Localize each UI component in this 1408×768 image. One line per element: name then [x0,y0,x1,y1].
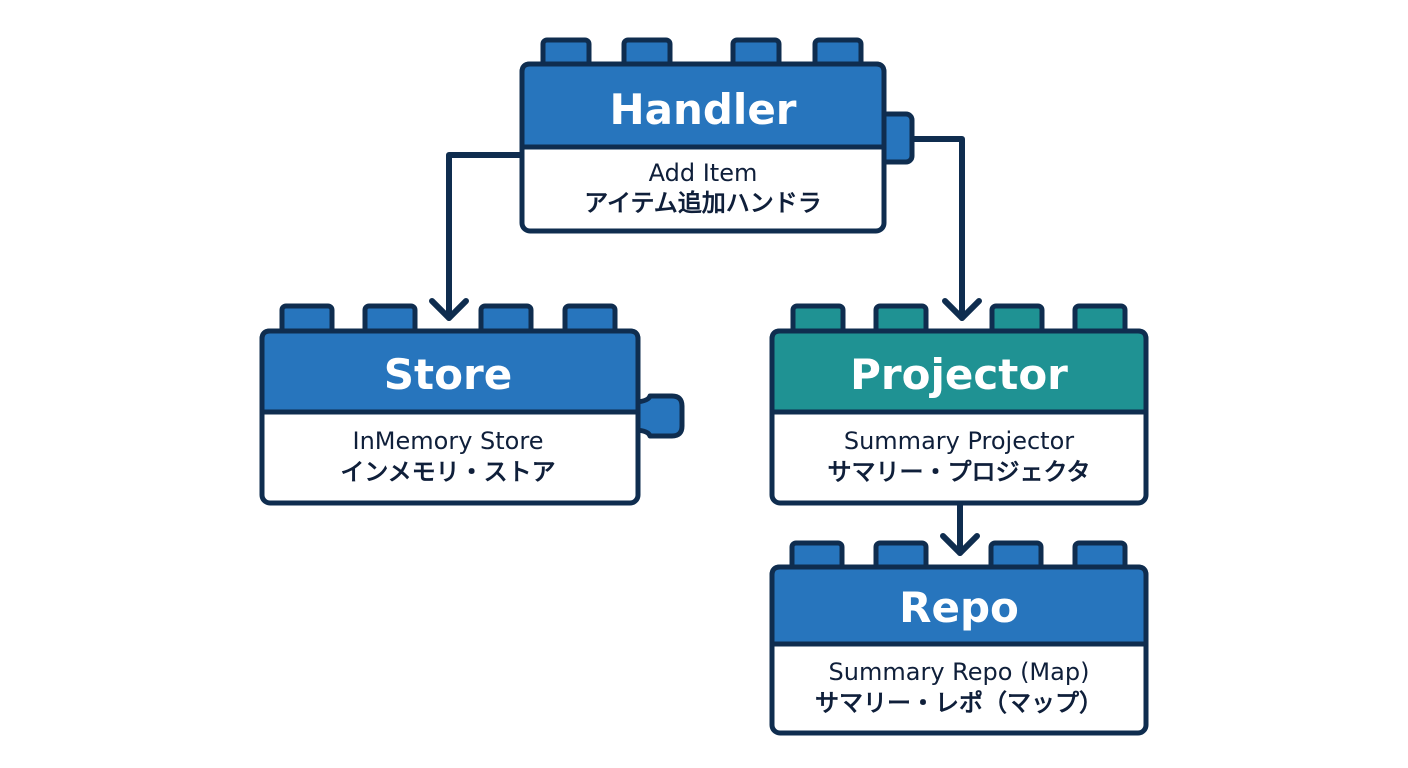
brick-subtitle-ja: アイテム追加ハンドラ [584,189,822,217]
brick-subtitle-ja: サマリー・プロジェクタ [827,458,1090,486]
brick-title: Store [384,350,512,399]
brick-header [769,564,1149,647]
handler-brick: Handler Add Item アイテム追加ハンドラ [519,37,915,234]
edge-projector-to-repo [940,502,980,556]
projector-brick: Projector Summary Projector サマリー・プロジェクタ [769,303,1149,506]
brick-side-connector [629,393,685,439]
brick-subtitle-en: Add Item [649,159,758,187]
brick-title: Repo [899,583,1019,632]
edge-handler-to-store [429,152,525,321]
brick-title: Handler [609,85,796,134]
brick-subtitle-en: InMemory Store [353,427,544,455]
brick-header [519,61,887,150]
brick-subtitle-ja: サマリー・レポ（マップ） [815,689,1103,717]
brick-title: Projector [850,350,1068,399]
edge-handler-to-projector [911,136,982,321]
brick-subtitle-en: Summary Projector [844,427,1074,455]
brick-header [769,328,1149,415]
brick-subtitle-ja: インメモリ・ストア [340,458,555,486]
brick-header [259,328,641,415]
brick-subtitle-en: Summary Repo (Map) [829,658,1090,686]
store-brick: Store InMemory Store インメモリ・ストア [259,303,685,506]
repo-brick: Repo Summary Repo (Map) サマリー・レポ（マップ） [769,540,1149,736]
connectors [429,136,982,556]
